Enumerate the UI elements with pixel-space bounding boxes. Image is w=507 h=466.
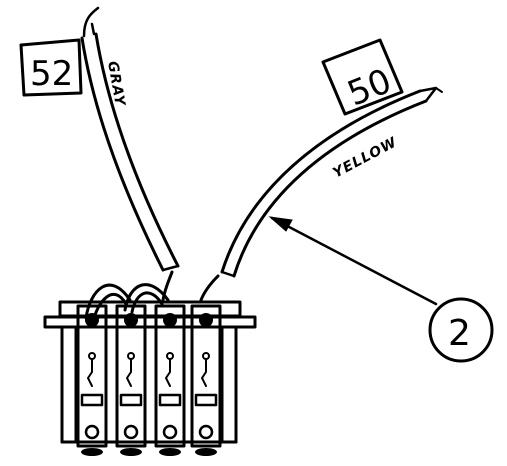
end-plate-right bbox=[220, 325, 238, 444]
wire-tag-52: 52 bbox=[19, 38, 83, 97]
yellow-wire bbox=[220, 86, 443, 278]
terminal-3 bbox=[154, 304, 186, 456]
callout-2-label: 2 bbox=[448, 313, 471, 354]
gray-wire-label: GRAY bbox=[104, 60, 128, 109]
yellow-wire-label: YELLOW bbox=[330, 134, 400, 181]
terminal-2 bbox=[115, 304, 147, 456]
mounting-rail bbox=[43, 300, 257, 329]
callout-circle-2: 2 bbox=[428, 297, 494, 363]
terminal-4 bbox=[190, 304, 222, 456]
leader-arrow bbox=[268, 216, 438, 306]
tag-52-label: 52 bbox=[30, 54, 73, 94]
gray-wire bbox=[80, 6, 180, 272]
end-plate-left bbox=[60, 325, 78, 444]
terminal-1 bbox=[76, 304, 108, 456]
tag-50-label: 50 bbox=[342, 61, 397, 114]
terminal-block bbox=[43, 270, 257, 456]
